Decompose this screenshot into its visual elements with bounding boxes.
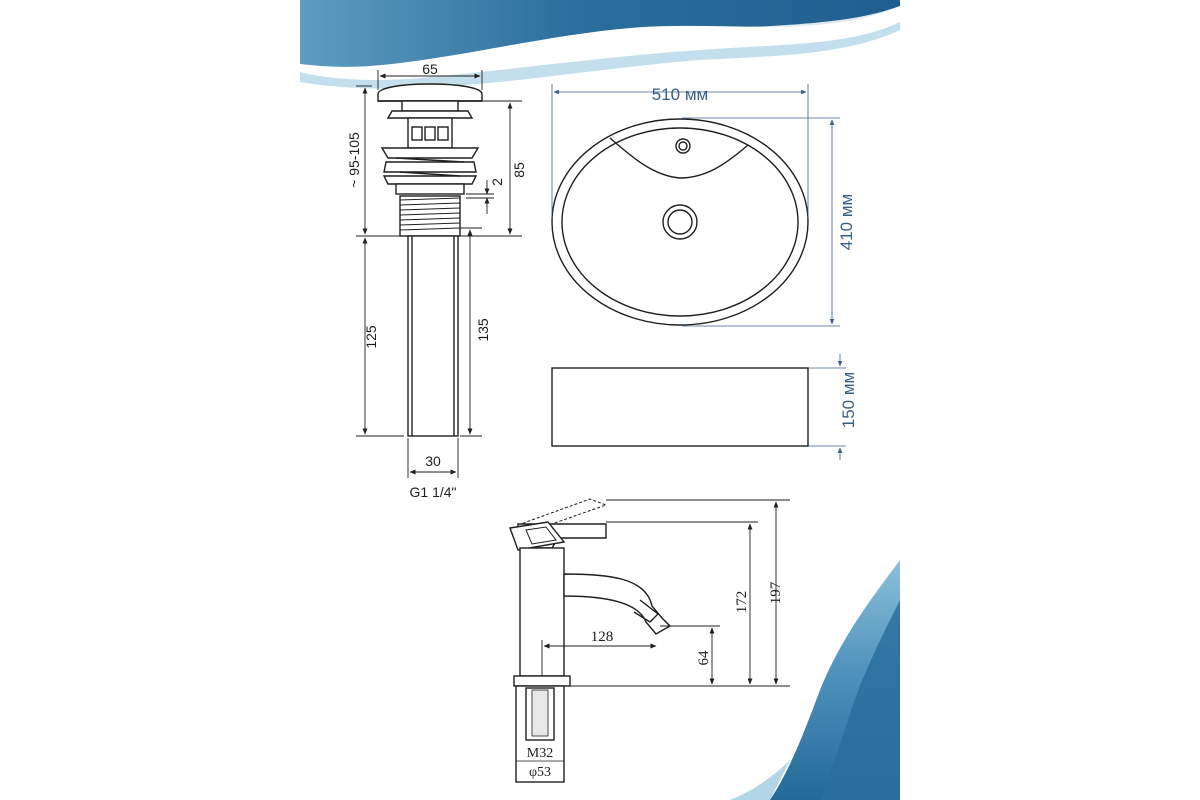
- basin-width-label: 510 мм: [652, 85, 708, 104]
- drain-body-height-label: 85: [511, 162, 527, 178]
- basin-depth-label: 410 мм: [837, 194, 856, 250]
- drain-height-range-label: ~ 95-105: [346, 132, 362, 188]
- faucet-dimensions: [541, 499, 790, 687]
- faucet-labels: 128 64 172 197 M32 φ53: [527, 581, 784, 780]
- drain-labels: 65 ~ 95-105 85 2 125 135 30 G1 1/4": [346, 61, 527, 500]
- basin-height-label: 150 мм: [839, 372, 858, 428]
- faucet-diameter-label: φ53: [529, 765, 551, 780]
- drain-top-width-label: 65: [422, 61, 438, 77]
- technical-drawing: 65 ~ 95-105 85 2 125 135 30 G1 1/4": [300, 0, 900, 800]
- basin-side-view: [551, 367, 809, 447]
- drain-pipe-width-label: 30: [425, 453, 441, 469]
- top-wave: [300, 0, 900, 89]
- drain-thread-label: G1 1/4": [410, 484, 457, 500]
- drain-pipe-height-label: 135: [475, 318, 491, 342]
- basin-dimensions: [551, 84, 846, 460]
- faucet-drawing: [509, 498, 672, 783]
- drain-drawing: [377, 83, 483, 437]
- basin-top-view: [551, 118, 809, 326]
- drain-gap-label: 2: [489, 178, 505, 186]
- bottom-wave: [730, 560, 900, 800]
- faucet-reach-label: 128: [591, 629, 614, 645]
- faucet-body-height-label: 172: [734, 591, 750, 614]
- faucet-spout-height-label: 64: [696, 650, 712, 666]
- basin-labels: 510 мм 410 мм 150 мм: [652, 85, 858, 428]
- drain-lower-height-label: 125: [363, 325, 379, 349]
- faucet-total-height-label: 197: [768, 581, 784, 604]
- faucet-thread-label: M32: [527, 746, 553, 761]
- poster: 65 ~ 95-105 85 2 125 135 30 G1 1/4": [300, 0, 900, 800]
- drain-dimensions: [356, 70, 522, 478]
